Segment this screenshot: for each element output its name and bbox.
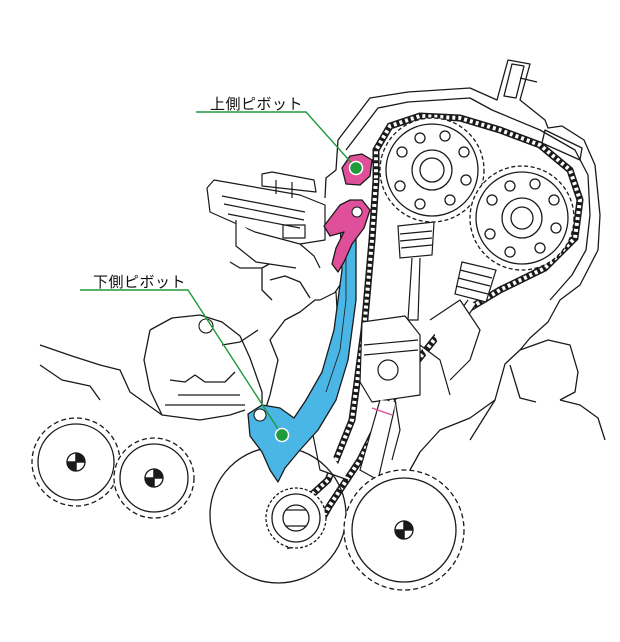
lower-pivot-label: 下側ピボット xyxy=(93,273,187,291)
engine-housing xyxy=(324,59,606,471)
cam-chain-tensioner-guide xyxy=(247,209,357,483)
upper-left-fitting xyxy=(206,171,326,269)
upper-pivot-callout xyxy=(196,111,364,176)
crankcase-housing xyxy=(39,257,341,421)
exhaust-cam-sprocket xyxy=(469,165,575,271)
magenta-guide-mark xyxy=(371,407,393,416)
left-gear-2 xyxy=(113,437,195,519)
intake-cam-sprocket xyxy=(379,117,485,223)
balancer-gear xyxy=(343,469,465,591)
upper-pivot-marker xyxy=(348,160,364,176)
lower-pivot-marker xyxy=(274,427,290,443)
upper-pivot-label: 上側ピボット xyxy=(210,95,304,113)
left-gear-1 xyxy=(31,417,121,507)
cam-chain xyxy=(281,112,584,550)
piston-assembly xyxy=(309,291,481,481)
lower-pivot-callout xyxy=(80,289,290,443)
crank-sprocket xyxy=(265,487,327,549)
upper-pivot-part xyxy=(323,153,373,273)
